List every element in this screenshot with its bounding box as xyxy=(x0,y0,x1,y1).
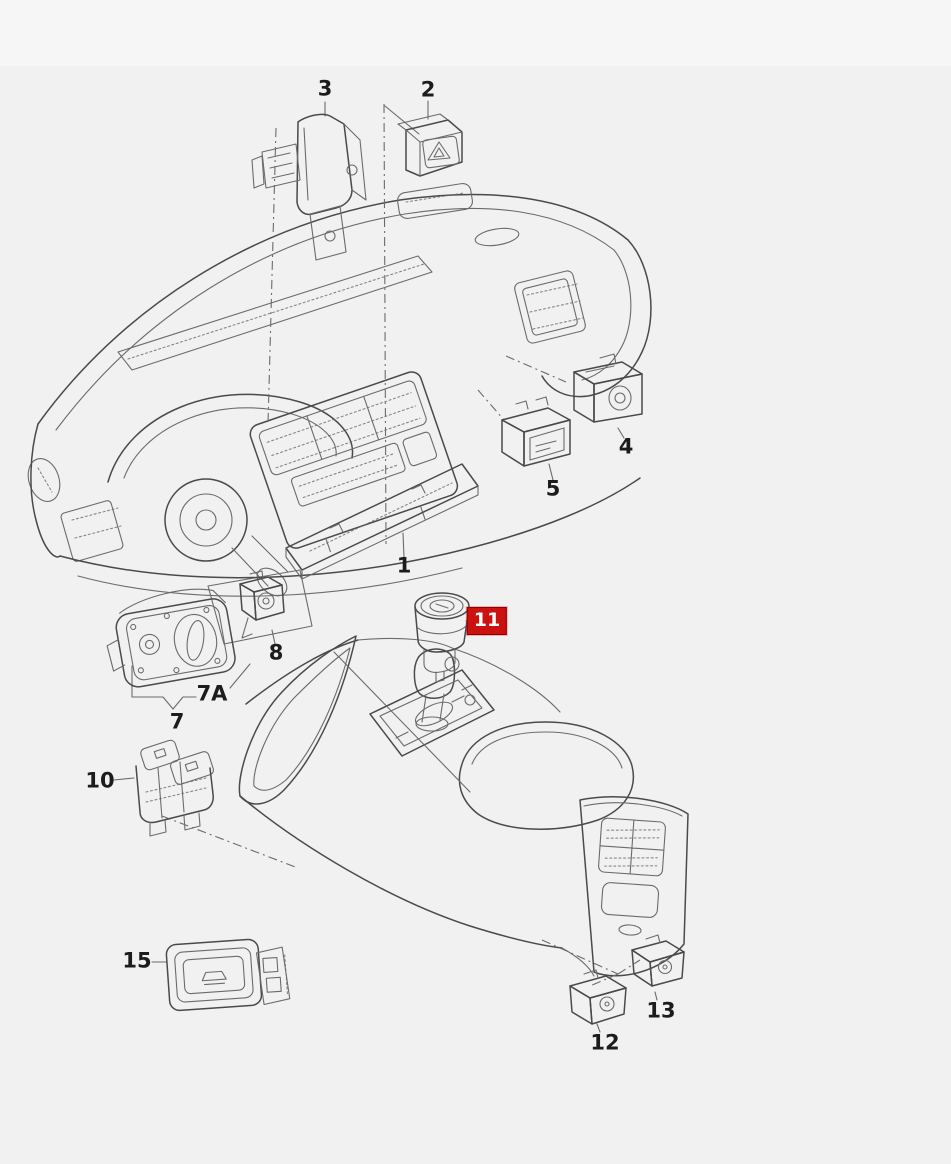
part-label-11-highlighted[interactable]: 11 xyxy=(466,607,508,635)
background-band xyxy=(0,0,951,66)
part-label-5[interactable]: 5 xyxy=(545,476,561,501)
part-label-2[interactable]: 2 xyxy=(420,77,436,102)
switch-8-drawing xyxy=(239,570,285,639)
switch-strip-1-drawing xyxy=(285,463,479,580)
switch-10-drawing xyxy=(135,739,214,837)
part-label-8[interactable]: 8 xyxy=(268,640,284,665)
part-label-4[interactable]: 4 xyxy=(618,434,634,459)
guide-lines xyxy=(161,103,567,869)
part-label-3[interactable]: 3 xyxy=(317,76,333,101)
part-label-7[interactable]: 7 xyxy=(169,709,185,734)
part-label-12[interactable]: 12 xyxy=(590,1030,620,1055)
part-label-13[interactable]: 13 xyxy=(646,998,676,1023)
switch-3-drawing xyxy=(251,113,367,261)
leader-lines xyxy=(113,100,658,1033)
switch-2-hazard-drawing xyxy=(397,113,463,177)
headlight-switch-7-drawing xyxy=(106,588,236,688)
switch-13-drawing xyxy=(631,934,685,987)
dashboard-drawing xyxy=(27,182,652,645)
center-console-drawing xyxy=(238,635,689,987)
part-label-10[interactable]: 10 xyxy=(85,768,115,793)
switch-12-drawing xyxy=(569,969,627,1025)
power-socket-11-drawing xyxy=(414,592,470,683)
switch-5-drawing xyxy=(501,396,571,467)
part-label-15[interactable]: 15 xyxy=(122,948,152,973)
lamp-15-drawing xyxy=(165,938,291,1012)
switch-4-drawing xyxy=(573,353,643,423)
part-label-7a[interactable]: 7A xyxy=(196,681,228,706)
part-label-1[interactable]: 1 xyxy=(396,553,412,578)
